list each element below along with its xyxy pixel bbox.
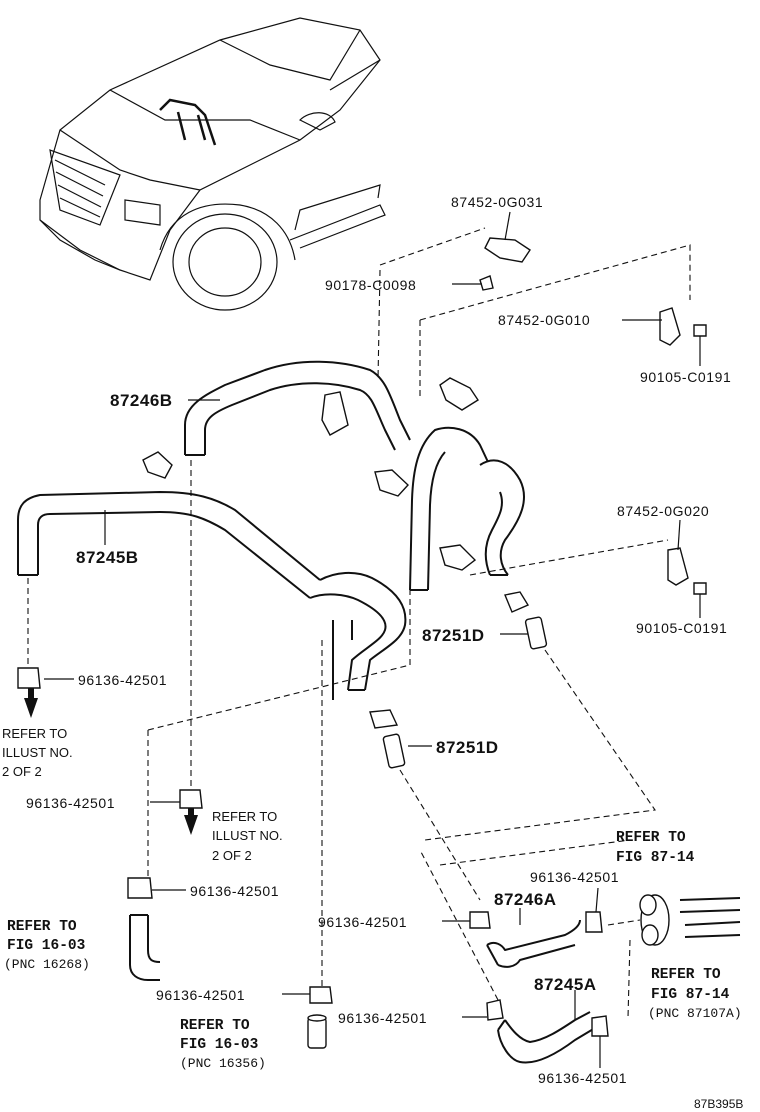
hose-87245A bbox=[497, 1011, 596, 1064]
clamp-n-shape bbox=[585, 911, 603, 933]
label-87251D-a: 87251D bbox=[422, 626, 485, 645]
label-96136-center-low: 96136-42501 bbox=[338, 1010, 427, 1026]
bracket-87452-0G031-shape bbox=[484, 237, 531, 263]
label-96136-left-top: 96136-42501 bbox=[78, 672, 167, 688]
down-arrow-icon-a bbox=[24, 698, 38, 718]
refer-fig16-b-line3: (PNC 16356) bbox=[180, 1056, 266, 1071]
guide-lines bbox=[27, 227, 691, 1019]
clamp-shapes bbox=[17, 237, 707, 1037]
refer-fig87-a: REFER TO FIG 87-14 bbox=[616, 830, 695, 866]
label-87246B: 87246B bbox=[110, 391, 173, 410]
label-87246A: 87246A bbox=[494, 890, 557, 909]
clamp-k-shape bbox=[309, 986, 333, 1004]
refer-fig16-b-line2: FIG 16-03 bbox=[180, 1037, 258, 1053]
refer-fig16-a-line2: FIG 16-03 bbox=[7, 938, 85, 954]
hose-87246A-upper bbox=[409, 426, 525, 591]
bolt-shape-mid bbox=[693, 582, 707, 595]
refer-fig16-b-line1: REFER TO bbox=[180, 1018, 250, 1034]
clamp-g-shape bbox=[369, 709, 399, 729]
clamp-m-shape bbox=[486, 999, 504, 1021]
refer-illust-a: REFER TO ILLUST NO. 2 OF 2 bbox=[2, 726, 73, 779]
clip-c-shape bbox=[142, 451, 173, 479]
down-arrow-icon-b bbox=[184, 815, 198, 835]
refer-illust-b: REFER TO ILLUST NO. 2 OF 2 bbox=[212, 809, 283, 863]
clip-b-shape bbox=[321, 391, 349, 436]
connector-87251D-b-shape bbox=[382, 733, 406, 769]
refer-illust-a-line2: ILLUST NO. bbox=[2, 745, 73, 760]
refer-fig87-b-line2: FIG 87-14 bbox=[651, 987, 730, 1003]
heater-unit-pipes bbox=[639, 894, 741, 946]
refer-illust-b-line1: REFER TO bbox=[212, 809, 277, 824]
leader-lines bbox=[44, 211, 701, 1068]
refer-fig16-b: REFER TO FIG 16-03 (PNC 16356) bbox=[180, 1018, 266, 1071]
clamp-h-shape bbox=[17, 667, 41, 689]
label-96136-bottom-right: 96136-42501 bbox=[538, 1070, 627, 1086]
bracket-87452-0G010-shape bbox=[659, 307, 681, 346]
label-87251D-b: 87251D bbox=[436, 738, 499, 757]
refer-fig87-b: REFER TO FIG 87-14 (PNC 87107A) bbox=[648, 967, 742, 1021]
label-90178-C0098: 90178-C0098 bbox=[325, 277, 416, 293]
label-96136-right-top: 96136-42501 bbox=[530, 869, 619, 885]
hose-87245B bbox=[17, 491, 407, 700]
refer-fig16-a-line3: (PNC 16268) bbox=[4, 957, 90, 972]
refer-fig87-b-line1: REFER TO bbox=[651, 967, 721, 983]
pipe-fig16-b bbox=[307, 1014, 327, 1049]
label-87452-0G020: 87452-0G020 bbox=[617, 503, 709, 519]
label-90105-C0191-top: 90105-C0191 bbox=[640, 369, 731, 385]
vehicle-illustration bbox=[39, 17, 386, 311]
label-87452-0G031: 87452-0G031 bbox=[451, 194, 543, 210]
refer-illust-a-line1: REFER TO bbox=[2, 726, 67, 741]
refer-fig87-b-line3: (PNC 87107A) bbox=[648, 1006, 742, 1021]
refer-illust-b-line3: 2 OF 2 bbox=[212, 848, 252, 863]
label-96136-lower-left: 96136-42501 bbox=[190, 883, 279, 899]
refer-fig16-a: REFER TO FIG 16-03 (PNC 16268) bbox=[4, 919, 90, 972]
clamp-l-shape bbox=[469, 911, 491, 929]
clamp-i-shape bbox=[179, 789, 203, 809]
diagram-code: 87B395B bbox=[694, 1097, 743, 1111]
label-87245A: 87245A bbox=[534, 975, 597, 994]
label-87452-0G010: 87452-0G010 bbox=[498, 312, 590, 328]
clamp-f-shape bbox=[504, 591, 530, 613]
label-96136-mid-left: 96136-42501 bbox=[26, 795, 115, 811]
label-96136-center: 96136-42501 bbox=[318, 914, 407, 930]
connector-87251D-a-shape bbox=[524, 616, 548, 650]
pipe-fig16-a bbox=[129, 914, 161, 981]
clip-d-shape bbox=[374, 469, 409, 497]
hose-87246A-lower bbox=[486, 919, 581, 968]
part-labels: 87452-0G031 90178-C0098 87452-0G010 9010… bbox=[26, 194, 731, 1086]
clip-a-shape bbox=[439, 377, 479, 411]
refer-fig87-a-line2: FIG 87-14 bbox=[616, 850, 695, 866]
refer-illust-a-line3: 2 OF 2 bbox=[2, 764, 42, 779]
label-90105-C0191-mid: 90105-C0191 bbox=[636, 620, 727, 636]
clip-90178-shape bbox=[479, 275, 494, 291]
bracket-87452-0G020-shape bbox=[667, 547, 689, 586]
clip-e-shape bbox=[439, 544, 477, 571]
clamp-o-shape bbox=[591, 1015, 609, 1037]
hose-87246B bbox=[184, 360, 411, 456]
bolt-shape-top bbox=[693, 324, 707, 337]
label-96136-lower-mid: 96136-42501 bbox=[156, 987, 245, 1003]
label-87245B: 87245B bbox=[76, 548, 139, 567]
clamp-j-shape bbox=[127, 877, 153, 899]
refer-illust-b-line2: ILLUST NO. bbox=[212, 828, 283, 843]
refer-fig16-a-line1: REFER TO bbox=[7, 919, 77, 935]
refer-fig87-a-line1: REFER TO bbox=[616, 830, 686, 846]
